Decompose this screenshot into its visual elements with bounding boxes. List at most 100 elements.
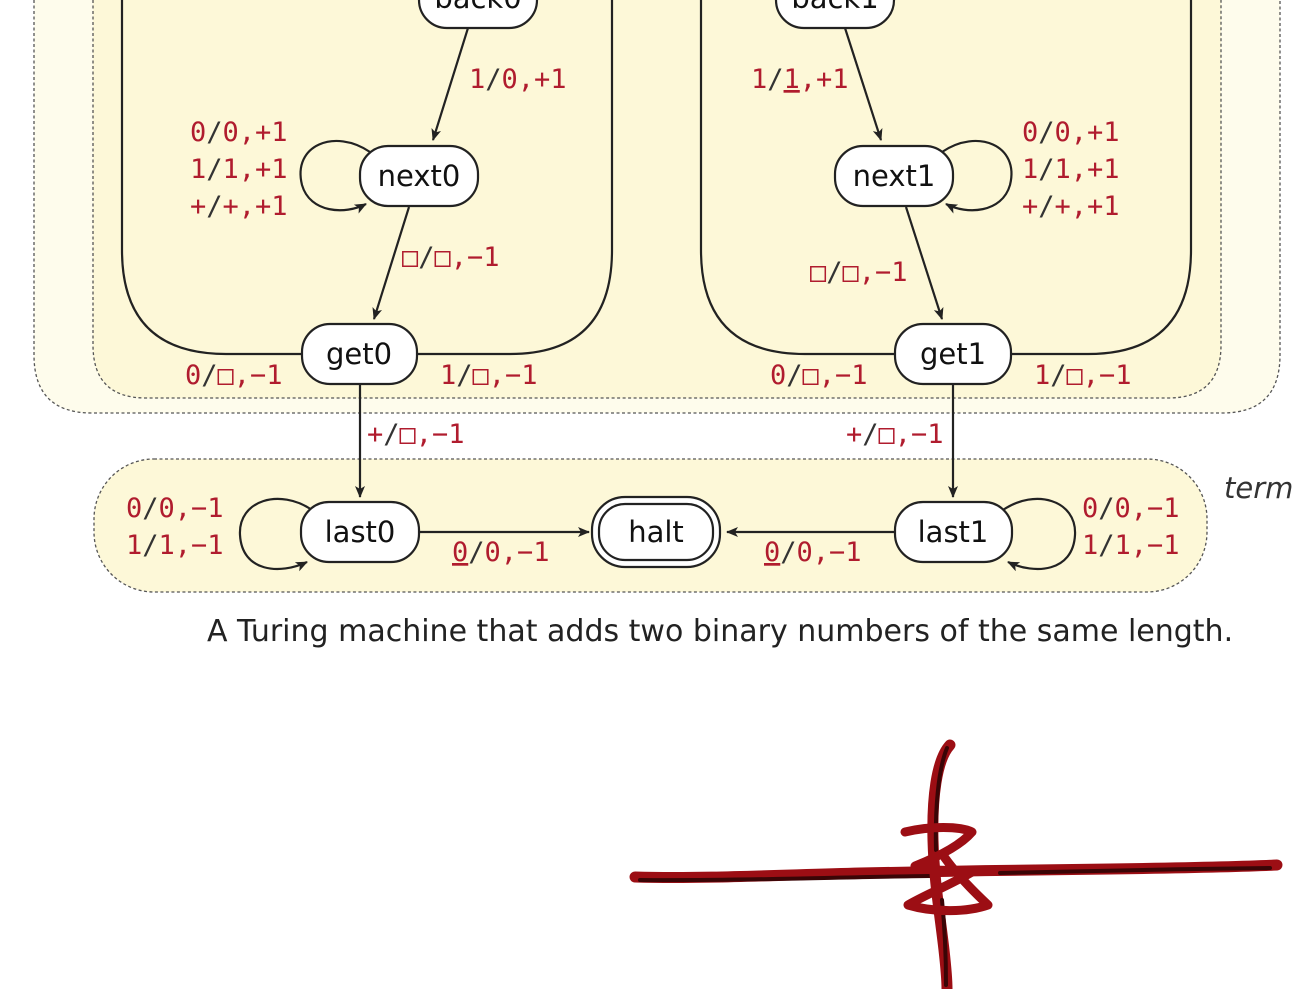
inner-group-region	[92, 0, 1222, 399]
transition-label-part: 0	[770, 360, 786, 391]
transition-label-part: /	[206, 191, 222, 222]
transition-label-line: 0/□,−1	[185, 360, 283, 391]
transition-label-part: /	[201, 360, 217, 391]
label-next0-loop: 0/0,+11/1,+1+/+,+1	[190, 117, 288, 222]
label-last1-halt: 0/0,−1	[764, 537, 862, 568]
transition-label-line: 1/0,+1	[469, 64, 567, 95]
transition-label-line: +/□,−1	[846, 419, 944, 450]
transition-label-part: ,−1	[1131, 493, 1180, 524]
transition-label-part: /	[468, 537, 484, 568]
transition-label-part: 1	[1115, 530, 1131, 561]
transition-label-part: 1	[223, 154, 239, 185]
transition-label-part: /	[1038, 154, 1054, 185]
transition-label-part: ,+1	[1071, 154, 1120, 185]
left-region-outline	[120, 0, 614, 356]
state-get1-label: get1	[920, 337, 986, 371]
transition-label-part: 0	[502, 64, 518, 95]
state-next1-label: next1	[853, 159, 936, 193]
transition-label-part: /	[1038, 191, 1054, 222]
handwritten-signature	[629, 739, 1283, 989]
transition-label-line: +/+,+1	[1022, 191, 1120, 222]
transition-label-part: □	[402, 242, 419, 273]
transition-label-part: ,+1	[1071, 191, 1120, 222]
label-next0-get0: □/□,−1	[402, 242, 500, 273]
transition-label-line: 1/1,−1	[1082, 530, 1180, 561]
transition-label-line: 0/0,−1	[452, 537, 550, 568]
transition-label-part: ,+1	[239, 154, 288, 185]
transition-label-line: 0/□,−1	[770, 360, 868, 391]
label-last1-loop: 0/0,−1 1/1,−1	[1082, 493, 1180, 561]
label-back0-next0: 1/0,+1	[469, 64, 567, 95]
transition-label-part: □	[400, 419, 417, 450]
transition-label-line: □/□,−1	[402, 242, 500, 273]
transition-label-part: /	[418, 242, 434, 273]
transition-label-part: ,+1	[800, 64, 849, 95]
transition-label-part: 0	[485, 537, 501, 568]
transition-label-part: /	[142, 530, 158, 561]
label-get1-right: 1/□,−1	[1034, 360, 1132, 391]
transition-label-part: 0	[1115, 493, 1131, 524]
transition-label-part: /	[1098, 530, 1114, 561]
state-halt-label: halt	[628, 515, 684, 549]
transition-label-line: 0/0,+1	[190, 117, 288, 148]
transition-label-part: /	[456, 360, 472, 391]
transition-label-part: 0	[1022, 117, 1038, 148]
transition-label-part: /	[767, 64, 783, 95]
state-last0: last0	[299, 500, 421, 564]
transition-label-part: 1	[190, 154, 206, 185]
label-get1-left: 0/□,−1	[770, 360, 868, 391]
transition-label-part: ,+1	[239, 191, 288, 222]
transition-label-part: /	[383, 419, 399, 450]
transition-label-part: 0	[159, 493, 175, 524]
transition-label-part: /	[1098, 493, 1114, 524]
state-back1: back1	[774, 0, 896, 30]
transition-label-part: 0	[190, 117, 206, 148]
transition-label-part: /	[485, 64, 501, 95]
transition-label-part: /	[206, 154, 222, 185]
transition-label-part: ,−1	[175, 493, 224, 524]
loop-next1	[941, 139, 1013, 214]
transition-label-part: /	[206, 117, 222, 148]
transition-label-part: □	[473, 360, 490, 391]
transition-label-part: 1	[1034, 360, 1050, 391]
loop-last1	[1002, 497, 1077, 572]
transition-label-part: ,−1	[451, 242, 500, 273]
transition-label-part: □	[435, 242, 452, 273]
loop-last0	[238, 497, 313, 572]
transition-label-part: □	[1067, 360, 1084, 391]
transition-label-line: 1/□,−1	[440, 360, 538, 391]
transition-label-line: 1/1,+1	[751, 64, 849, 95]
transition-label-line: 0/0,−1	[764, 537, 862, 568]
transition-label-part: □	[810, 257, 827, 288]
transition-label-part: 0	[764, 537, 780, 568]
transition-label-part: 0	[223, 117, 239, 148]
loop-next0	[299, 139, 371, 214]
transition-label-part: 0	[1055, 117, 1071, 148]
transition-label-part: ,−1	[234, 360, 283, 391]
transition-label-line: +/□,−1	[367, 419, 465, 450]
transition-label-part: ,−1	[501, 537, 550, 568]
state-last0-label: last0	[325, 515, 396, 549]
transition-label-part: /	[786, 360, 802, 391]
transition-label-part: 1	[469, 64, 485, 95]
transition-label-part: +	[1022, 191, 1038, 222]
transition-label-part: ,−1	[859, 257, 908, 288]
label-last0-halt: 0/0,−1	[452, 537, 550, 568]
transition-label-part: /	[780, 537, 796, 568]
transition-label-part: 0	[185, 360, 201, 391]
transition-label-line: 0/0,−1	[1082, 493, 1180, 524]
transition-label-part: ,−1	[1083, 360, 1132, 391]
transition-label-line: 1/1,−1	[126, 530, 224, 561]
transition-label-part: +	[223, 191, 239, 222]
figure-caption: A Turing machine that adds two binary nu…	[207, 614, 1233, 649]
transition-label-part: ,−1	[489, 360, 538, 391]
transition-label-part: 1	[751, 64, 767, 95]
label-next1-get1: □/□,−1	[810, 257, 908, 288]
transition-label-part: ,−1	[1131, 530, 1180, 561]
transition-label-part: 1	[440, 360, 456, 391]
transition-label-line: 0/0,−1	[126, 493, 224, 524]
transition-label-part: 0	[452, 537, 468, 568]
transition-label-part: +	[846, 419, 862, 450]
state-next1: next1	[833, 144, 955, 208]
state-last1-label: last1	[918, 515, 989, 549]
